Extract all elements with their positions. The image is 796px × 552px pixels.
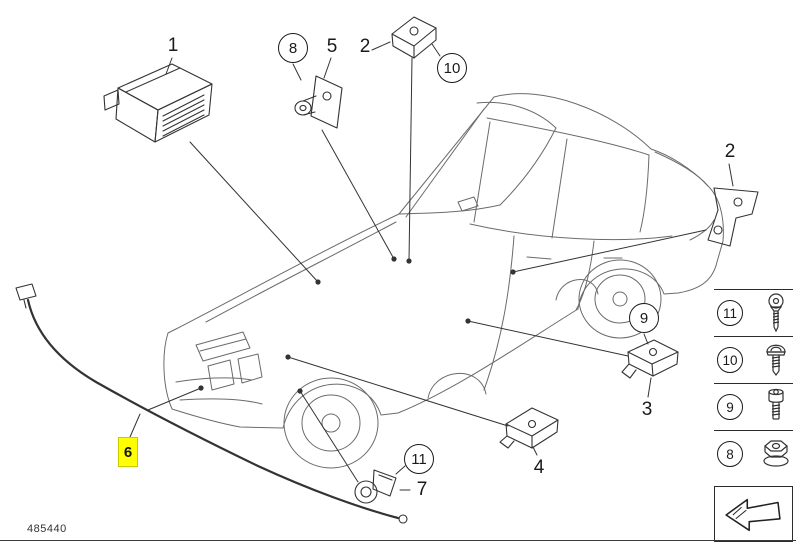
callout-11-circled[interactable]: 11 — [404, 444, 434, 474]
direction-of-travel-box — [714, 486, 793, 542]
sensor-front-icon — [354, 469, 397, 504]
fillister-head-screw-icon — [768, 388, 784, 420]
legend-row-11[interactable]: 11 — [714, 289, 793, 336]
sensor-front-top-icon — [294, 75, 343, 129]
bracket-rear-icon — [707, 187, 759, 247]
callout-3[interactable]: 3 — [641, 399, 653, 420]
document-number: 485440 — [27, 523, 67, 535]
sensor-side-icon — [621, 339, 679, 379]
legend-number-8[interactable]: 8 — [717, 441, 743, 467]
callout-1[interactable]: 1 — [167, 35, 179, 56]
legend-number-11[interactable]: 11 — [717, 300, 743, 326]
wiring-harness-icon — [15, 283, 408, 524]
sensor-door-icon — [499, 407, 559, 449]
callout-9-circled[interactable]: 9 — [629, 303, 659, 333]
legend-number-10[interactable]: 10 — [717, 347, 743, 373]
flange-nut-icon — [763, 440, 789, 467]
legend-row-8[interactable]: 8 — [714, 430, 793, 477]
leader-lines — [129, 41, 734, 491]
callout-8-circled[interactable]: 8 — [278, 33, 308, 63]
legend-number-9[interactable]: 9 — [717, 394, 743, 420]
fastener-legend: 11 10 — [714, 289, 793, 542]
callout-10-circled[interactable]: 10 — [437, 53, 467, 83]
callout-2-top[interactable]: 2 — [359, 36, 371, 57]
callout-7[interactable]: 7 — [416, 479, 428, 500]
legend-row-10[interactable]: 10 — [714, 336, 793, 383]
legend-row-9[interactable]: 9 — [714, 383, 793, 430]
sensor-center-top-icon — [391, 16, 437, 59]
footer-rule — [0, 540, 796, 541]
callout-6-highlighted[interactable]: 6 — [118, 437, 138, 467]
torx-screw-icon — [768, 293, 784, 333]
callout-4[interactable]: 4 — [533, 457, 545, 478]
car-outline — [163, 93, 724, 469]
oval-head-screw-icon — [766, 344, 786, 376]
direction-arrow-icon — [724, 498, 781, 532]
callout-5[interactable]: 5 — [326, 36, 338, 57]
control-module-icon — [103, 63, 213, 143]
callout-2-right[interactable]: 2 — [724, 141, 736, 162]
